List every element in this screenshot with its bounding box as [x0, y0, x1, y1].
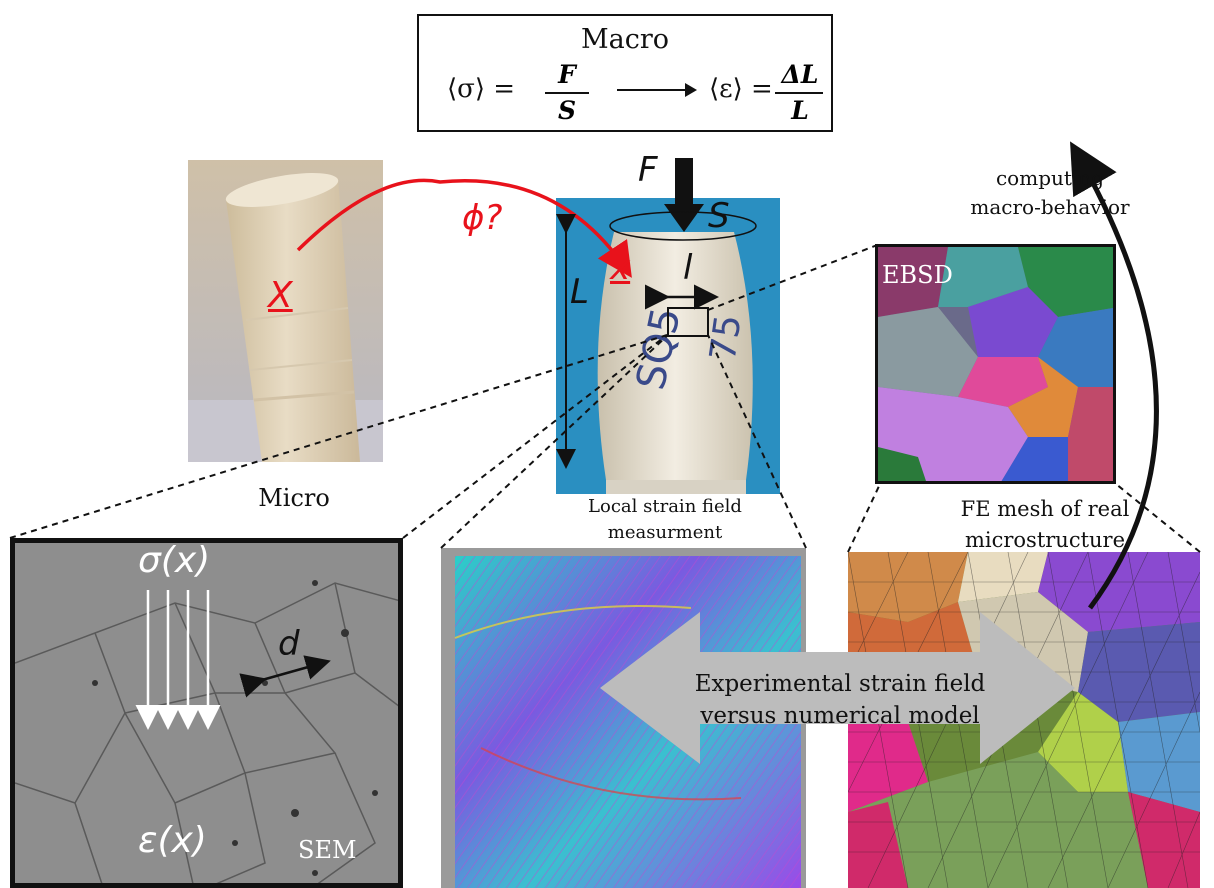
macro-position-symbol: x — [610, 248, 631, 288]
grain-size-label: d — [278, 624, 300, 664]
local-strain-line2: measurment — [607, 522, 723, 543]
stress-denominator: S — [557, 96, 577, 125]
strain-lhs: ⟨ε⟩ = — [709, 74, 773, 104]
gauge-length-label: l — [683, 248, 693, 288]
stress-fraction-line — [545, 92, 589, 94]
sem-image — [10, 538, 403, 888]
comparison-line2: versus numerical model — [700, 703, 980, 729]
strain-denominator: L — [791, 96, 809, 125]
macro-equation-box: Macro ⟨σ⟩ = F S ⟨ε⟩ = ΔL L — [417, 14, 833, 132]
computing-line2: macro-behavior — [970, 195, 1130, 219]
ebsd-label: EBSD — [882, 261, 953, 289]
fe-mesh-line1: FE mesh of real — [960, 497, 1130, 521]
strain-fraction-line — [775, 92, 823, 94]
comparison-label: Experimental strain field versus numeric… — [600, 668, 1080, 732]
micro-label: Micro — [258, 484, 330, 512]
stress-numerator: F — [558, 60, 576, 89]
section-label: S — [708, 196, 730, 236]
stress-field-label: σ(x) — [138, 540, 211, 581]
macro-arrow-head — [685, 83, 697, 97]
ebsd-map: EBSD — [875, 244, 1116, 484]
micro-position-symbol: X — [268, 275, 293, 316]
computing-label: computing macro-behavior — [930, 164, 1170, 222]
macro-title: Macro — [580, 24, 670, 55]
stress-lhs: ⟨σ⟩ = — [447, 74, 516, 104]
macro-arrow-shaft — [617, 89, 689, 91]
comparison-line1: Experimental strain field — [694, 671, 986, 697]
sem-label: SEM — [298, 836, 357, 864]
svg-text:75: 75 — [703, 312, 750, 363]
strain-numerator: ΔL — [781, 60, 819, 89]
local-strain-line1: Local strain field — [588, 496, 742, 517]
barrel-sample-photo: SQ5 75 — [556, 198, 780, 494]
computing-line1: computing — [995, 166, 1104, 190]
fe-mesh-label: FE mesh of real microstructure — [880, 494, 1210, 556]
local-strain-label: Local strain field measurment — [520, 494, 810, 546]
force-label: F — [638, 150, 658, 190]
fe-mesh-line2: microstructure — [964, 528, 1126, 552]
strain-field-label: ε(x) — [138, 820, 207, 861]
mapping-phi-label: ϕ? — [462, 198, 503, 238]
length-label: L — [570, 272, 589, 312]
